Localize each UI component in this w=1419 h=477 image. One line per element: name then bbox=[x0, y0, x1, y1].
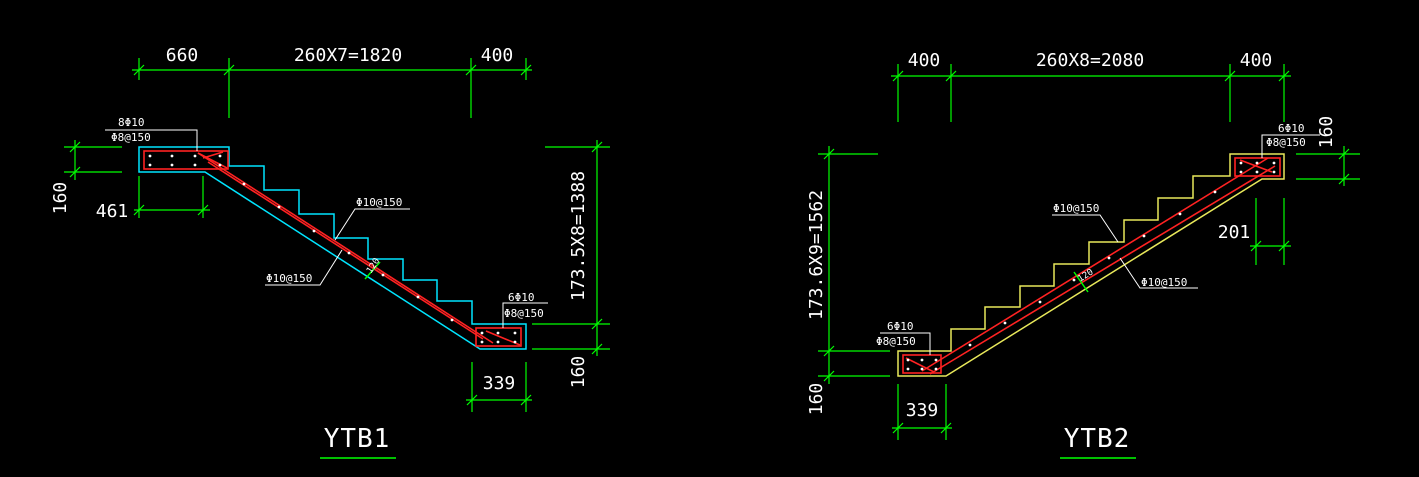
ytb2-dim-left-height: 173.6X9=1562 bbox=[806, 190, 827, 320]
ytb1-bottom-length-dimension bbox=[466, 362, 532, 412]
ytb2-dim-bottom-length: 339 bbox=[906, 400, 939, 421]
ytb2-dim-right-thickness: 160 bbox=[1316, 116, 1337, 149]
ytb2-rebar-cage bbox=[902, 157, 1281, 375]
ytb1-label-bottom-bars: 6Φ10 bbox=[508, 291, 535, 304]
ytb2-dim-top-left: 400 bbox=[908, 50, 941, 71]
ytb2-label-slab-upper: Φ10@150 bbox=[1053, 202, 1099, 215]
ytb2-dim-top-right: 400 bbox=[1240, 50, 1273, 71]
ytb2-left-height-dimension bbox=[818, 146, 890, 384]
ytb2-label-bottom-stirrup: Φ8@150 bbox=[876, 335, 916, 348]
ytb2-leader-lines bbox=[880, 134, 1320, 355]
ytb1-dim-top-left: 660 bbox=[166, 45, 199, 66]
ytb2-label-top-stirrup: Φ8@150 bbox=[1266, 136, 1306, 149]
ytb2-title: YTB2 bbox=[1064, 424, 1131, 454]
ytb1-left-thickness-dimension bbox=[64, 140, 122, 180]
ytb1-rebar-cage bbox=[143, 150, 522, 347]
ytb2-bottom-length-dimension bbox=[892, 384, 952, 440]
ytb2-dim-right-length: 201 bbox=[1218, 222, 1251, 243]
ytb1-label-top-bars: 8Φ10 bbox=[118, 116, 145, 129]
ytb1-concrete-outline bbox=[138, 146, 527, 350]
ytb1-leader-lines bbox=[105, 129, 548, 328]
ytb2-label-bottom-bars: 6Φ10 bbox=[887, 320, 914, 333]
ytb2-label-top-bars: 6Φ10 bbox=[1278, 122, 1305, 135]
ytb1-dim-left-thickness: 160 bbox=[50, 182, 71, 215]
ytb1-dim-top-right: 400 bbox=[481, 45, 514, 66]
ytb1-dim-left-length: 461 bbox=[96, 201, 129, 222]
ytb1-title: YTB1 bbox=[324, 424, 391, 454]
ytb2-label-slab-lower: Φ10@150 bbox=[1141, 276, 1187, 289]
ytb1-label-top-stirrup: Φ8@150 bbox=[111, 131, 151, 144]
ytb1-label-slab-lower: Φ10@150 bbox=[266, 272, 312, 285]
ytb2-concrete-outline bbox=[897, 153, 1285, 377]
ytb1-right-height-dimension bbox=[532, 140, 610, 356]
ytb1-left-length-dimension bbox=[133, 176, 210, 218]
ytb2-right-thickness-dimension bbox=[1296, 146, 1360, 186]
ytb1-top-dimension-chain bbox=[132, 58, 532, 118]
ytb1-dim-right-height: 173.5X8=1388 bbox=[568, 171, 589, 301]
ytb2-top-dimension-chain bbox=[891, 64, 1291, 122]
ytb1-label-bottom-stirrup: Φ8@150 bbox=[504, 307, 544, 320]
stair-ytb1: 660 260X7=1820 400 160 461 bbox=[50, 45, 610, 459]
ytb1-dim-right-thickness: 160 bbox=[568, 356, 589, 389]
ytb1-dim-top-mid: 260X7=1820 bbox=[294, 45, 402, 66]
ytb2-rebar-dots bbox=[906, 161, 1276, 371]
ytb2-right-length-dimension bbox=[1250, 198, 1291, 265]
ytb1-rebar-dots bbox=[148, 154, 517, 344]
ytb2-dim-left-thickness: 160 bbox=[806, 383, 827, 416]
ytb2-slab-thickness-mark bbox=[1073, 271, 1089, 293]
ytb2-dim-top-mid: 260X8=2080 bbox=[1036, 50, 1144, 71]
ytb1-label-slab-upper: Φ10@150 bbox=[356, 196, 402, 209]
ytb2-slab-thickness-label: 120 bbox=[1076, 267, 1095, 284]
ytb1-dim-bottom-length: 339 bbox=[483, 373, 516, 394]
ytb1-slab-thickness-mark bbox=[364, 261, 381, 280]
stair-ytb2: 400 260X8=2080 400 160 201 bbox=[806, 50, 1360, 459]
